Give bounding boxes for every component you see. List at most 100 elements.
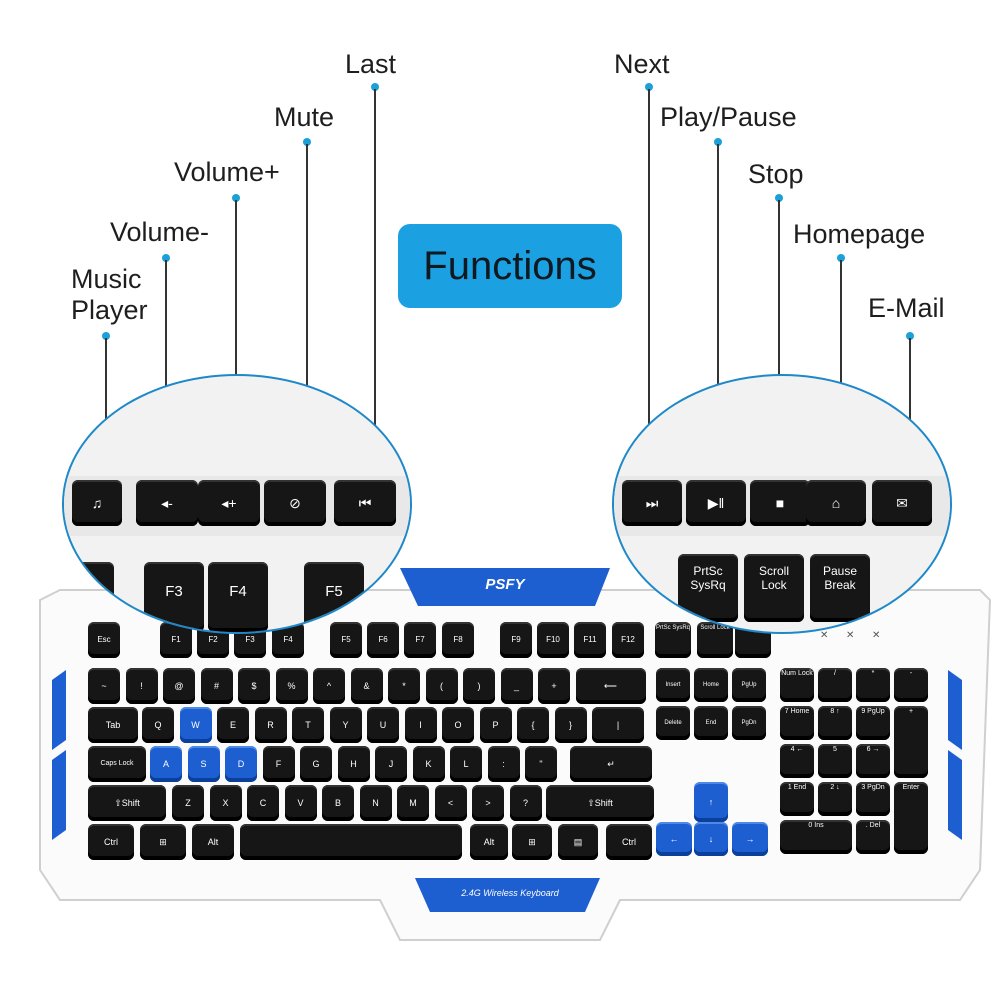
key-legend: Lock [761,578,787,592]
key-home-row: F [262,746,295,782]
key-number-row: + [538,668,570,704]
key-qwerty-row: Tab [88,707,138,743]
key-qwerty-row: P [479,707,512,743]
key-spacebar [240,824,462,860]
wireless-badge: 2.4G Wireless Keyboard [461,888,559,898]
key-number-row: ^ [313,668,345,704]
key-arrow-right: → [732,822,768,856]
key-home-row: A [150,746,182,782]
label-mute: Mute [274,102,335,132]
key-home-row: S [187,746,220,782]
key-numpad: + [894,706,928,778]
key-qwerty-row: U [367,707,399,743]
key-home-row: J [375,746,407,782]
key-numpad: . Del [856,820,890,854]
callout-dot [775,194,783,202]
key-numpad: 5 [818,744,852,778]
key-zoom-f: F5 [304,562,364,632]
led-indicator: ✕ [846,630,855,641]
key-nav: PgDn [732,706,766,740]
key-fn: F8 [442,622,474,658]
callout-dot [303,138,311,146]
key-fn: F7 [404,622,436,658]
key-number-row: ) [463,668,495,704]
callout-line [840,260,842,488]
key-nav: Insert [656,668,690,702]
label-email: E-Mail [868,293,945,323]
callout-dot [714,138,722,146]
key-numpad: Enter [894,782,928,854]
key-number-row: ⟵ [575,668,646,704]
key-qwerty-row: } [554,707,587,743]
key-qwerty-row: { [517,707,549,743]
key-nav: PgUp [732,668,766,702]
key-number-row: ~ [88,668,120,704]
key-bottom-row: Ctrl [606,824,652,860]
key-arrow-left: ← [656,822,692,856]
key-nav: End [694,706,728,740]
key-legend: Pause [822,564,858,578]
callout-line [717,144,719,488]
key-numpad: 2 ↓ [818,782,852,816]
key-numpad: 0 Ins [780,820,852,854]
volume-down-icon: ◂- [136,480,198,526]
callout-line [909,338,911,488]
key-nav: Delete [656,706,690,740]
key-shift-row: N [359,785,392,821]
key-home-row: ↵ [570,746,652,782]
key-fn: F9 [500,622,532,658]
key-arrow-up: ↑ [694,782,728,822]
callout-dot [906,332,914,340]
key-qwerty-row: R [254,707,287,743]
label-play-pause: Play/Pause [660,102,797,132]
stop-icon: ■ [750,480,810,526]
key-home-row: " [525,746,557,782]
key-fn: F12 [612,622,644,658]
key-shift-row: B [322,785,354,821]
callout-line [374,89,376,488]
key-zoom-f: F4 [208,562,268,632]
key-shift-row: ⇧Shift [88,785,166,821]
callout-dot [232,194,240,202]
key-home-row: G [300,746,332,782]
play-pause-icon: ▶‖ [686,480,746,526]
key-fn: Scroll Lock [697,622,733,658]
key-number-row: # [200,668,233,704]
key-numpad: 4 ← [780,744,814,778]
key-legend: SysRq [690,578,726,592]
label-volume-down: Volume- [110,217,210,247]
home-icon: ⌂ [806,480,866,526]
key-bottom-row: Alt [192,824,234,860]
functions-heading: Functions [398,224,622,308]
key-qwerty-row: T [292,707,324,743]
key-qwerty-row: I [404,707,437,743]
key-legend: PrtSc [693,564,723,578]
key-qwerty-row: W [179,707,212,743]
callout-line [648,89,650,488]
key-numpad: 6 → [856,744,890,778]
key-shift-row: ? [509,785,542,821]
key-shift-row: > [472,785,504,821]
previous-track-icon: ⏮ [334,480,396,526]
label-stop: Stop [748,159,804,189]
label-music-player: Music Player [71,264,148,326]
key-zoom-f [64,562,114,632]
key-number-row: ! [125,668,158,704]
key-number-row: * [388,668,420,704]
mail-icon: ✉ [872,480,932,526]
key-qwerty-row: O [442,707,474,743]
next-track-icon: ⏭ [622,480,682,526]
key-qwerty-row: Y [329,707,362,743]
key-numpad: 9 PgUp [856,706,890,740]
key-numpad: Num Lock [780,668,814,702]
label-next: Next [614,49,670,79]
callout-line [778,200,780,488]
key-numpad: * [856,668,890,702]
key-shift-row: X [209,785,242,821]
key-home-row: Caps Lock [88,746,146,782]
key-numpad: 8 ↑ [818,706,852,740]
